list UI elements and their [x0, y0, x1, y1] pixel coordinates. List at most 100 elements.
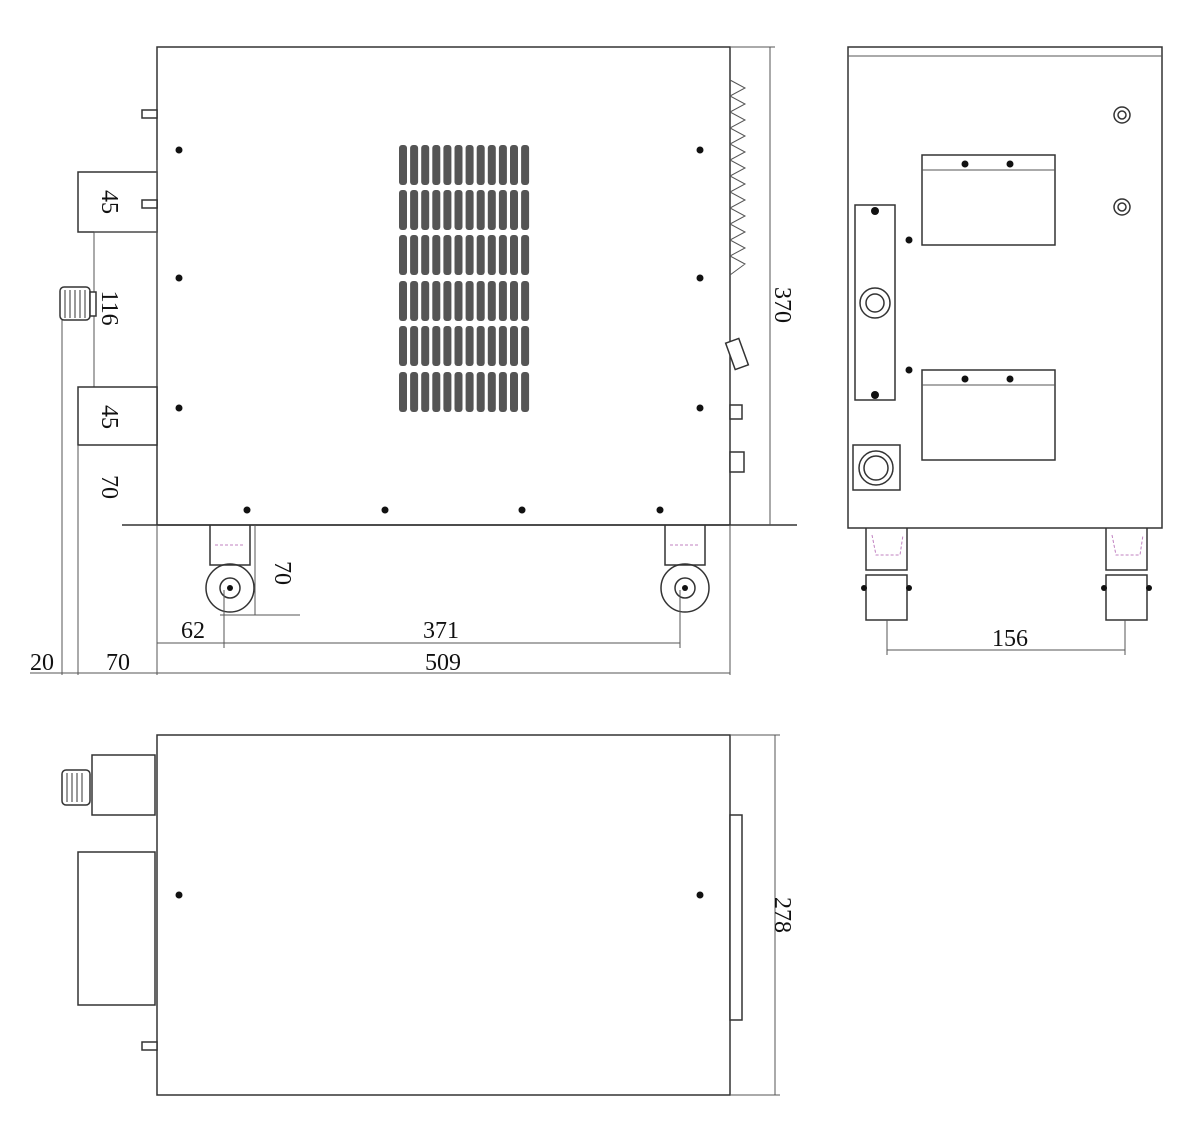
- pin-icon: [141, 199, 158, 209]
- vent-slot: [410, 281, 419, 321]
- dim-left-box-top: 45: [96, 190, 122, 214]
- vent-slot: [432, 235, 441, 275]
- vent-slot: [399, 235, 407, 275]
- dim-caster-offset: 62: [181, 618, 205, 644]
- side-caster-left: [861, 528, 912, 621]
- switch-icon: [724, 337, 750, 371]
- vent-slot: [443, 281, 452, 321]
- vent-slot: [454, 145, 463, 185]
- vent-slot: [421, 145, 430, 185]
- dim-box-depth: 70: [106, 650, 130, 676]
- vent-slot: [487, 190, 496, 230]
- vent-slot: [443, 235, 452, 275]
- vent-slot: [432, 372, 441, 412]
- vent-slot: [399, 372, 407, 412]
- vent-slot: [399, 190, 407, 230]
- vent-slot: [476, 190, 485, 230]
- left-box-bottom: [77, 386, 158, 446]
- vent-slot: [510, 235, 518, 275]
- vent-slot: [476, 235, 485, 275]
- socket-ring-icon: [858, 450, 894, 486]
- vent-slot: [421, 372, 430, 412]
- caster-left: [205, 525, 255, 613]
- vent-slot: [432, 145, 441, 185]
- side-view: 156: [847, 46, 1163, 655]
- vent-slot: [476, 281, 485, 321]
- vent-slot: [510, 281, 518, 321]
- vent-slot: [410, 235, 419, 275]
- indicator-icon: [729, 404, 743, 420]
- vent-slot: [454, 235, 463, 275]
- side-panel: [854, 204, 896, 401]
- vent-slot: [421, 235, 430, 275]
- vent-slot: [510, 190, 518, 230]
- vent-slot: [498, 372, 507, 412]
- pin-icon: [141, 1041, 158, 1051]
- dim-side-caster-spacing: 156: [992, 626, 1028, 652]
- vent-grille: [399, 145, 530, 412]
- side-panel-port-icon: [859, 287, 891, 319]
- vent-slot: [465, 235, 474, 275]
- vent-slot: [421, 190, 430, 230]
- vent-slot: [454, 372, 463, 412]
- vent-slot: [521, 145, 530, 185]
- vent-slot: [521, 235, 530, 275]
- screw-dots: [871, 207, 913, 399]
- dim-width: 509: [425, 650, 461, 676]
- vent-slot: [510, 326, 518, 366]
- vent-slot: [432, 326, 441, 366]
- top-knob-icon: [61, 769, 91, 806]
- top-left-housing: [77, 851, 156, 1006]
- side-caster-right: [1101, 528, 1152, 621]
- vent-slot: [432, 281, 441, 321]
- vent-slot: [498, 326, 507, 366]
- vent-slot: [521, 281, 530, 321]
- dim-left-middle: 116: [96, 290, 122, 325]
- dim-caster-height: 70: [269, 561, 295, 585]
- dim-knob-offset: 20: [30, 650, 54, 676]
- vent-slot: [510, 145, 518, 185]
- vent-slot: [487, 372, 496, 412]
- vent-slot: [487, 235, 496, 275]
- vent-slot: [454, 190, 463, 230]
- vent-slot: [498, 145, 507, 185]
- vent-slot: [498, 235, 507, 275]
- dim-depth: 278: [769, 897, 795, 933]
- pin-icon: [141, 109, 158, 119]
- vent-slot: [487, 326, 496, 366]
- vent-slot: [399, 326, 407, 366]
- side-cover-top: [921, 154, 1056, 246]
- side-knob-icon: [1113, 198, 1131, 216]
- front-view: 45 116 45 70 370 70: [30, 46, 797, 676]
- vent-slot: [410, 145, 419, 185]
- vent-slot: [443, 145, 452, 185]
- top-view: 278: [61, 734, 795, 1096]
- vent-slot: [443, 190, 452, 230]
- dim-left-bottom-gap: 70: [96, 475, 122, 499]
- caster-right: [660, 525, 710, 613]
- top-side-bar: [729, 814, 743, 1021]
- vent-slot: [465, 326, 474, 366]
- vent-slot: [454, 281, 463, 321]
- vent-slot: [465, 372, 474, 412]
- vent-slot: [432, 190, 441, 230]
- vent-slot: [521, 190, 530, 230]
- knob-shaft: [89, 291, 97, 317]
- vent-slot: [521, 326, 530, 366]
- vent-slot: [399, 145, 407, 185]
- vent-slot: [399, 281, 407, 321]
- vent-slot: [410, 326, 419, 366]
- vent-slot: [476, 145, 485, 185]
- vent-slot: [521, 372, 530, 412]
- top-left-box: [91, 754, 156, 816]
- dim-caster-spacing: 371: [423, 618, 459, 644]
- screw-dots: [175, 891, 704, 899]
- knob-grip-icon: [64, 290, 86, 318]
- vent-slot: [443, 326, 452, 366]
- side-cover-bottom: [921, 369, 1056, 461]
- side-knob-icon: [1113, 106, 1131, 124]
- socket-icon: [852, 444, 901, 491]
- heatsink-fins: [728, 79, 747, 276]
- vent-slot: [421, 281, 430, 321]
